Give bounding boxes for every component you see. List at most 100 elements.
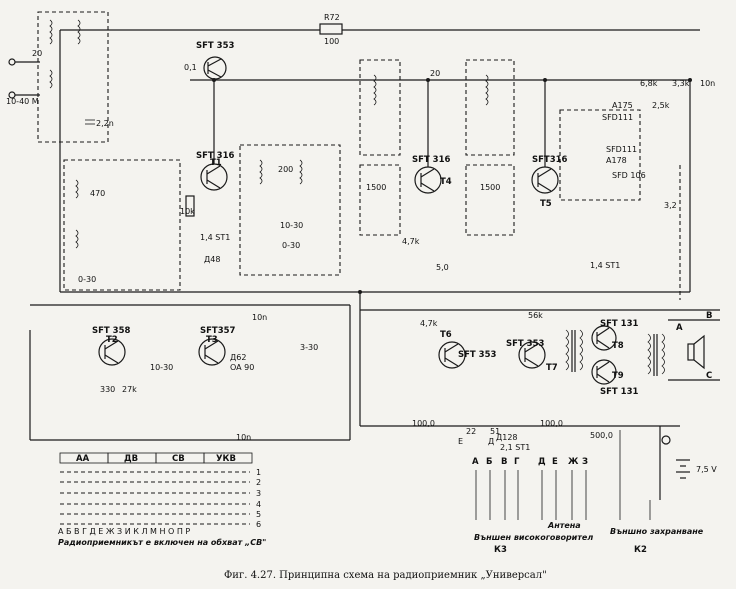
input-coil-1 bbox=[49, 19, 53, 45]
switch-row-2: 2 bbox=[256, 478, 261, 487]
ant-pin-d: Д bbox=[538, 457, 546, 467]
sfd111-a-label: SFD111 bbox=[602, 113, 633, 122]
osc-transistor-label: SFT 353 bbox=[196, 41, 235, 51]
k3-pin-b: Б bbox=[486, 457, 492, 467]
a48-label: Д48 bbox=[204, 255, 220, 264]
term-d-value: 51 bbox=[490, 427, 500, 436]
k3-pin-a: А bbox=[472, 457, 479, 467]
antenna-terminal bbox=[8, 58, 16, 66]
driver-secondary bbox=[579, 329, 583, 371]
r42-value: 10k bbox=[180, 207, 195, 216]
if-transformer-4 bbox=[465, 164, 515, 236]
r-56k-value: 56k bbox=[528, 311, 543, 320]
k3-name: Външен високоговорител bbox=[474, 533, 593, 542]
t9-type-label: SFT 131 bbox=[600, 387, 639, 397]
terminal-c-label: С bbox=[706, 371, 712, 381]
if1-coil bbox=[373, 74, 377, 106]
detector-block bbox=[559, 109, 641, 201]
output-secondary bbox=[661, 333, 665, 375]
switch-table: АА ДВ СВ УКВ 1 2 3 4 5 6 А Б В Г Д Е Ж З… bbox=[58, 452, 266, 547]
r-3k3-value: 3,3k bbox=[672, 79, 690, 88]
r72-resistor bbox=[319, 23, 343, 35]
c108-value: 20 bbox=[430, 69, 440, 78]
input-coil-block bbox=[37, 11, 109, 143]
input-label: 10-40 M bbox=[6, 97, 39, 106]
lw-coil-2 bbox=[75, 229, 79, 249]
r-2k5-value: 2,5k bbox=[652, 101, 670, 110]
c-100-b-value: 100,0 bbox=[540, 419, 563, 428]
c-10-36-value: 10-30 bbox=[150, 363, 173, 372]
c-if-1500: 1500 bbox=[366, 183, 386, 192]
r-6k8-value: 6,8k bbox=[640, 79, 658, 88]
oscillator-transistor bbox=[203, 56, 227, 80]
a175-label: A175 bbox=[612, 101, 633, 110]
input-terminal bbox=[8, 91, 16, 99]
band-box-ukv bbox=[203, 452, 253, 464]
c-trim-2: 0-30 bbox=[282, 241, 300, 250]
figure-caption: Фиг. 4.27. Принципна схема на радиоприем… bbox=[224, 570, 547, 581]
a178-label: A178 bbox=[606, 156, 627, 165]
t6-ref-label: T6 bbox=[440, 330, 452, 340]
c-500-value: 500,0 bbox=[590, 431, 613, 440]
l17-coil bbox=[259, 159, 263, 185]
c59-value: 10n bbox=[236, 433, 251, 442]
t8-type-label: SFT 131 bbox=[600, 319, 639, 329]
speaker-cone bbox=[693, 334, 705, 370]
if-transformer-2 bbox=[465, 59, 515, 156]
switch-row-5: 5 bbox=[256, 510, 261, 519]
power-lamp bbox=[661, 435, 671, 445]
t5-transistor bbox=[531, 166, 559, 194]
c-detector-value: 3,2 bbox=[664, 201, 677, 210]
t9-ref-label: T9 bbox=[612, 371, 624, 381]
k3-pin-g: Г bbox=[514, 457, 520, 467]
t5-type-label: SFT316 bbox=[532, 155, 568, 165]
switch-contact-letters: А Б В Г Д Е Ж З И К Л М Н О П Р bbox=[58, 527, 190, 536]
t4-transistor bbox=[414, 166, 442, 194]
ant-pin-z: З bbox=[582, 457, 588, 467]
c-if-1500-b: 1500 bbox=[480, 183, 500, 192]
sfd106-label: SFD 106 bbox=[612, 171, 646, 180]
l18-coil bbox=[299, 159, 303, 185]
k3-ref: К3 bbox=[494, 545, 507, 555]
t7-type-label: SFT 353 bbox=[506, 339, 545, 349]
t8-ref-label: T8 bbox=[612, 341, 624, 351]
ant-pin-e: Е bbox=[552, 457, 558, 467]
antenna-label: 20 bbox=[32, 49, 42, 58]
band-aa: АА bbox=[76, 454, 90, 464]
sfd111-b-label: SFD111 bbox=[606, 145, 637, 154]
c25-value: 2,2n bbox=[96, 119, 114, 128]
t1-ref-label: T1 bbox=[210, 158, 222, 168]
c-osc-value: 0,1 bbox=[184, 63, 197, 72]
c-trim-1: 10-30 bbox=[280, 221, 303, 230]
r-330-value: 330 bbox=[100, 385, 115, 394]
c26-value: 0-30 bbox=[78, 275, 96, 284]
oa90-label: OA 90 bbox=[230, 363, 254, 372]
c-mixer-value: 200 bbox=[278, 165, 293, 174]
st1-c-label: 2,1 ST1 bbox=[500, 443, 530, 452]
switch-row-3: 3 bbox=[256, 489, 261, 498]
switch-row-6: 6 bbox=[256, 520, 261, 529]
t2-type-label: SFT 358 bbox=[92, 326, 131, 336]
t5-ref-label: T5 bbox=[540, 199, 552, 209]
k2-name: Външно захранване bbox=[610, 527, 704, 536]
if-transformer-3 bbox=[359, 164, 401, 236]
if-transformer-1 bbox=[359, 59, 401, 156]
r72-value: 100 bbox=[324, 37, 339, 46]
output-primary bbox=[647, 333, 651, 375]
r72-label: R72 bbox=[324, 13, 340, 22]
antenna-connector-name: Антена bbox=[547, 521, 581, 530]
term-d-label: Д bbox=[488, 437, 494, 446]
st1-b-label: 1,4 ST1 bbox=[590, 261, 620, 270]
switch-row-4: 4 bbox=[256, 500, 261, 509]
switch-row-1: 1 bbox=[256, 468, 261, 477]
c-100-value: 100,0 bbox=[412, 419, 435, 428]
if2-coil bbox=[485, 74, 489, 106]
k2-ref: К2 bbox=[634, 545, 647, 555]
t1-type-label: SFT 316 bbox=[196, 151, 235, 161]
st1-diode-label: 1,4 ST1 bbox=[200, 233, 230, 242]
a62-label: Д62 bbox=[230, 353, 246, 362]
terminal-a-label: А bbox=[676, 323, 683, 333]
mixer-block bbox=[239, 144, 341, 276]
t7-ref-label: T7 bbox=[546, 363, 558, 373]
